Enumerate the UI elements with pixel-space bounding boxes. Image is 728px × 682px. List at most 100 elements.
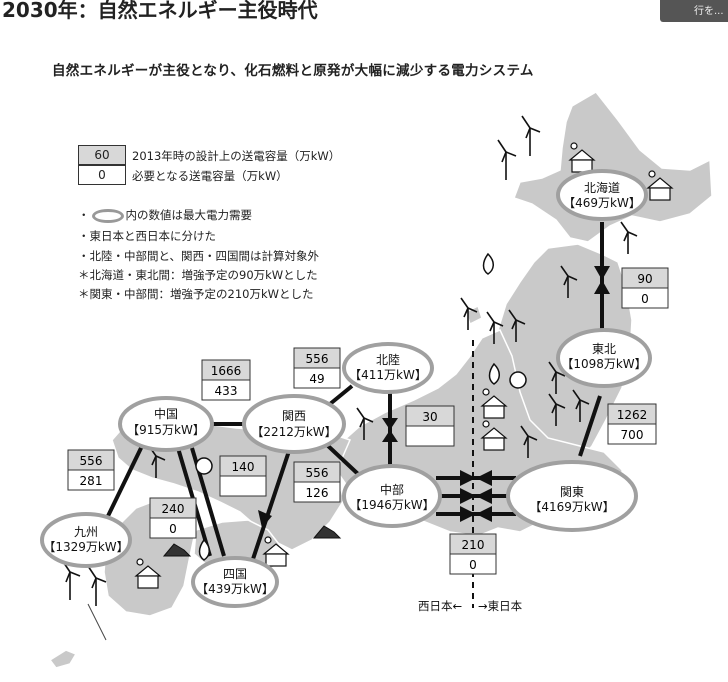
corner-tab[interactable]: 行を...	[660, 0, 728, 22]
east-japan-label: →東日本	[478, 599, 523, 613]
region-demand-hokkaido: 【469万kW】	[563, 196, 641, 210]
wind-turbine-icon	[87, 565, 107, 606]
region-demand-kanto: 【4169万kW】	[529, 500, 614, 514]
ellipse-kyushu	[40, 512, 132, 568]
design-capacity: 556	[306, 466, 329, 480]
required-capacity: 281	[80, 474, 103, 488]
legend-design-swatch: 60	[78, 145, 126, 165]
region-name-chugoku: 中国	[154, 406, 178, 421]
island-south	[48, 649, 78, 669]
line-kansai-hokuriku	[328, 384, 354, 406]
wind-turbine-icon	[356, 407, 374, 440]
region-name-tohoku: 東北	[592, 342, 616, 356]
wind-turbine-icon	[61, 559, 81, 600]
fire-icon	[488, 362, 500, 385]
ellipse-hokuriku	[342, 342, 434, 394]
wind-turbine-icon	[497, 139, 517, 180]
wind-turbine-icon	[560, 265, 578, 298]
solar-house-icon	[480, 420, 508, 451]
converter-chubu-kanto-4	[476, 488, 492, 504]
capacity-box-kansai-chubu: 556 126	[293, 461, 341, 503]
hydro-wheel-icon	[195, 457, 213, 475]
region-demand-hokuriku: 【411万kW】	[349, 368, 427, 382]
design-capacity: 210	[462, 538, 485, 552]
capacity-box-chubu-kanto: 210 0	[449, 533, 497, 575]
region-name-hokuriku: 北陸	[376, 353, 400, 367]
note-hokkaido-tohoku: ＊北海道・東北間：増強予定の90万kWとした	[78, 268, 318, 282]
converter-chubu-kanto-3	[460, 488, 476, 504]
wind-turbine-icon	[548, 393, 566, 426]
fire-icon	[198, 538, 210, 561]
region-name-kyushu: 九州	[74, 525, 98, 539]
wind-turbine-icon	[486, 311, 504, 344]
fire-icon	[482, 252, 494, 275]
wind-turbine-icon	[572, 389, 590, 422]
converter-kansai-shikoku	[258, 510, 272, 528]
required-capacity: 0	[169, 522, 177, 536]
region-name-chubu: 中部	[380, 482, 404, 497]
region-demand-kyushu: 【1329万kW】	[43, 540, 128, 554]
capacity-box-hokuriku-chubu: 30	[405, 405, 455, 447]
line-kansai-chubu	[324, 442, 360, 476]
line-kansai-shikoku	[250, 447, 292, 563]
note-text: 内の数値は最大電力需要	[125, 208, 253, 222]
ellipse-kanto	[506, 460, 638, 532]
ellipse-chugoku	[118, 396, 214, 452]
design-capacity: 140	[232, 460, 255, 474]
required-capacity: 126	[306, 486, 329, 500]
solar-house-icons	[134, 142, 674, 589]
biomass-icons	[162, 525, 342, 557]
solar-house-icon	[262, 536, 290, 567]
region-demand-chugoku: 【915万kW】	[127, 423, 205, 437]
converter-chubu-kanto-5	[460, 506, 476, 522]
biomass-icon	[162, 543, 192, 557]
line-tohoku-kanto	[578, 395, 602, 457]
note-kanto-chubu: ＊関東・中部間：増強予定の210万kWとした	[78, 287, 314, 301]
wind-turbine-icon	[508, 309, 526, 342]
wind-turbine-icon	[520, 425, 538, 458]
capacity-box-chugoku-kansai: 1666 433	[201, 359, 251, 401]
required-capacity: 0	[469, 558, 477, 572]
region-ellipses	[40, 169, 652, 608]
converter-chubu-kanto-6	[476, 506, 492, 522]
note-split: ・東日本と西日本に分けた	[78, 229, 216, 243]
ellipse-chubu	[342, 464, 442, 528]
hydro-wheel-icon	[509, 371, 527, 389]
note-excluded: ・北陸・中部間と、関西・四国間は計算対象外	[78, 249, 320, 263]
region-labels: 北海道 【469万kW】 東北 【1098万kW】 関東 【4169万kW】 中…	[43, 180, 646, 596]
converter-hokuriku-chubu	[382, 418, 398, 442]
required-capacity: 700	[621, 428, 644, 442]
converter-hokkaido-tohoku	[594, 266, 610, 294]
required-capacity: 0	[641, 292, 649, 306]
region-name-kanto: 関東	[560, 485, 584, 499]
design-capacity: 30	[422, 410, 437, 424]
legend-design-label: 2013年時の設計上の送電容量（万kW）	[132, 149, 341, 163]
ellipse-shikoku	[191, 556, 279, 608]
ellipse-legend-icon	[91, 208, 124, 223]
required-capacity: 433	[215, 384, 238, 398]
capacity-box-chugoku-shikoku: 240 0	[149, 497, 197, 539]
wind-turbine-icon	[548, 361, 566, 394]
capacity-box-tohoku-kanto: 1262 700	[607, 403, 657, 445]
ellipse-tohoku	[556, 328, 652, 388]
subtitle: 自然エネルギーが主役となり、化石燃料と原発が大幅に減少する電力システム	[52, 63, 534, 79]
solar-house-icon	[134, 558, 162, 589]
design-capacity: 1666	[211, 364, 242, 378]
note-demand: ・内の数値は最大電力需要	[78, 207, 252, 223]
legend-required-swatch: 0	[78, 165, 126, 185]
region-demand-chubu: 【1946万kW】	[349, 498, 434, 512]
geothermal-fire-icons	[198, 252, 500, 561]
wind-turbine-icon	[620, 221, 638, 254]
east-west-label: 西日本← →東日本	[418, 599, 523, 613]
capacity-boxes: 90 0 1262 700 30 556 49 1666	[67, 267, 669, 575]
legend-required-label: 必要となる送電容量（万kW）	[132, 169, 288, 183]
design-capacity: 90	[637, 272, 652, 286]
region-demand-tohoku: 【1098万kW】	[561, 357, 646, 371]
solar-house-icon	[646, 170, 674, 201]
design-capacity: 556	[80, 454, 103, 468]
design-capacity: 240	[162, 502, 185, 516]
hydro-wheel-icons	[195, 371, 527, 475]
capacity-box-hokkaido-tohoku: 90 0	[621, 267, 669, 309]
region-name-kansai: 関西	[282, 409, 306, 423]
